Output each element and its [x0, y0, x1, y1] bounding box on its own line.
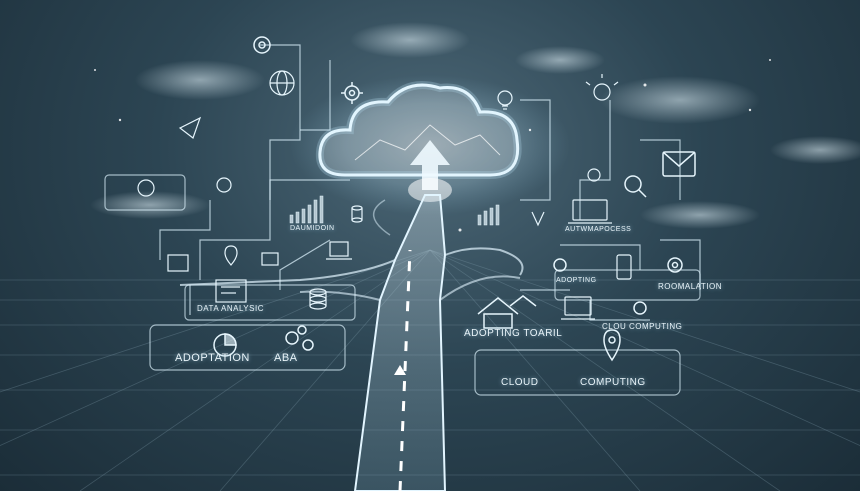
arrows-icon	[137, 168, 601, 227]
dataminion-label: DAUMIDOIN	[290, 225, 335, 232]
adoptation-label: ADOPTATION	[175, 352, 250, 364]
road	[179, 194, 524, 491]
lightbulb-icon	[497, 90, 513, 110]
location-pin-icon	[224, 245, 238, 266]
document-icon	[167, 252, 279, 303]
search-icon	[624, 175, 647, 198]
bolt-icon	[585, 74, 619, 101]
circuit-lines	[159, 44, 701, 321]
laptop-icon	[326, 199, 612, 320]
sparkles	[94, 59, 771, 232]
automation-process-label: AUTWMAPOCESS	[565, 226, 632, 233]
gear-icon	[285, 257, 683, 351]
adopting-label: ADOPTING	[556, 277, 597, 284]
clou-computing-label: CLOU COMPUTING	[602, 322, 683, 331]
data-analysis-label: DATA ANALYSIC	[197, 304, 264, 313]
house-icon	[477, 295, 537, 329]
roomalation-label: ROOMALATION	[658, 282, 723, 291]
adopting-toaril-label: ADOPTING TOARIL	[464, 328, 563, 339]
chart-icon	[289, 195, 500, 226]
mist-clouds	[90, 22, 860, 229]
outlined-panels	[104, 174, 701, 396]
gear-icon	[341, 82, 363, 104]
location-pin-icon	[603, 329, 621, 362]
mail-icon	[662, 151, 696, 177]
paper-plane-icon	[178, 116, 202, 139]
gear-icon	[253, 36, 271, 54]
phone-icon	[616, 254, 632, 280]
computing-label: COMPUTING	[580, 377, 646, 388]
cloud-label: CLOUD	[501, 377, 539, 388]
database-icon	[309, 205, 363, 310]
globe-icon	[269, 70, 295, 96]
pie-chart-icon	[213, 333, 237, 357]
aba-label: ABA	[274, 352, 298, 364]
